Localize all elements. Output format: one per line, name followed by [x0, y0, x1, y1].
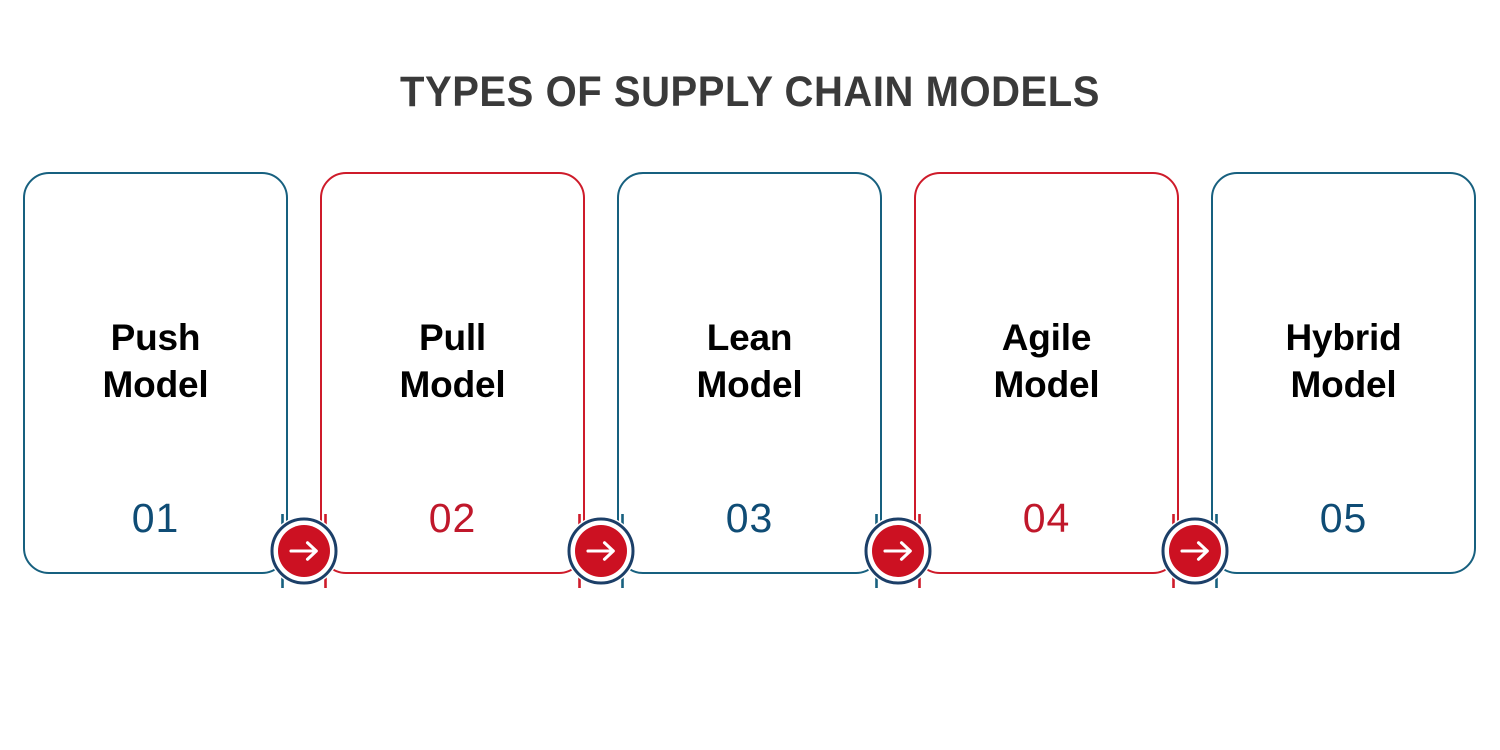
model-cards-row: Push Model 01 Pull Model 02 Lean Model 03 Agil…: [23, 172, 1477, 588]
model-card-number: 05: [1319, 495, 1368, 541]
connector-3: [861, 514, 935, 588]
model-card-2[interactable]: Pull Model 02: [320, 172, 585, 574]
model-card-label: Pull Model: [399, 317, 506, 406]
connector-2: [564, 514, 638, 588]
model-card-label: Push Model: [102, 317, 209, 406]
page-title: TYPES OF SUPPLY CHAIN MODELS: [399, 68, 1101, 116]
model-card-number: 04: [1022, 495, 1071, 541]
arrow-right-icon: [566, 514, 636, 588]
model-card-3[interactable]: Lean Model 03: [617, 172, 882, 574]
arrow-right-icon: [863, 514, 933, 588]
model-card-4[interactable]: Agile Model 04: [914, 172, 1179, 574]
model-card-number: 02: [428, 495, 477, 541]
model-card-5[interactable]: Hybrid Model 05: [1211, 172, 1476, 574]
model-card-1[interactable]: Push Model 01: [23, 172, 288, 574]
connector-4: [1158, 514, 1232, 588]
model-card-number: 03: [725, 495, 774, 541]
model-card-number: 01: [131, 495, 180, 541]
arrow-right-icon: [269, 514, 339, 588]
model-card-label: Agile Model: [993, 317, 1100, 406]
connector-1: [267, 514, 341, 588]
model-card-label: Lean Model: [696, 317, 803, 406]
arrow-right-icon: [1160, 514, 1230, 588]
model-card-label: Hybrid Model: [1285, 317, 1402, 406]
